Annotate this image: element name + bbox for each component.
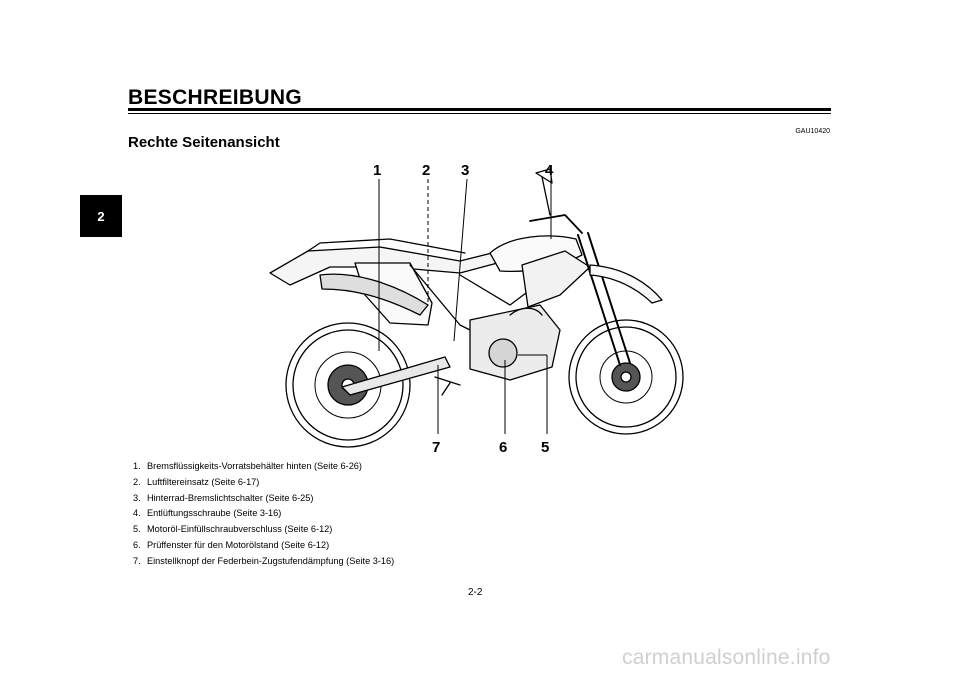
title-rule-thin — [128, 113, 831, 114]
legend-item: 2. Luftfiltereinsatz (Seite 6-17) — [133, 475, 394, 491]
legend-item-text: Prüffenster für den Motorölstand (Seite … — [147, 539, 330, 550]
legend-item-text: Motoröl-Einfüllschraubverschluss (Seite … — [147, 524, 333, 535]
title-rule-thick — [128, 108, 831, 111]
rear-tire — [285, 322, 411, 448]
callout-7: 7 — [432, 439, 440, 455]
chapter-tab-number: 2 — [97, 208, 105, 224]
motorcycle-illustration: 1 2 3 4 7 6 5 — [269, 162, 684, 455]
legend-item-number: 1. — [133, 461, 141, 471]
section-subtitle: Rechte Seitenansicht — [128, 134, 280, 151]
legend-item-text: Einstellknopf der Federbein-Zugstufendäm… — [147, 555, 395, 566]
page-title: BESCHREIBUNG — [128, 86, 302, 109]
watermark: carmanualsonline.info — [622, 646, 831, 669]
callout-5: 5 — [541, 439, 549, 455]
callout-1: 1 — [373, 162, 381, 179]
callout-3: 3 — [461, 162, 469, 179]
legend-item: 3. Hinterrad-Bremslichtschalter (Seite 6-… — [133, 491, 394, 507]
legend-item: 4. Entlüftungsschraube (Seite 3-16) — [133, 506, 394, 522]
callout-2: 2 — [422, 162, 430, 179]
legend-item-number: 2. — [133, 476, 141, 487]
parts-legend: 1. Bremsflüssigkeits-Vorratsbehälter hint… — [133, 459, 394, 570]
document-code: GAU10420 — [795, 128, 830, 135]
legend-item-text: Entlüftungsschraube (Seite 3-16) — [147, 508, 282, 519]
legend-item-text: Bremsflüssigkeits-Vorratsbehälter hinten… — [147, 461, 362, 471]
legend-item: 7. Einstellknopf der Federbein-Zugstufend… — [133, 554, 394, 570]
page-number: 2-2 — [468, 587, 483, 598]
chapter-tab: 2 — [80, 195, 122, 237]
legend-item-number: 3. — [133, 492, 141, 503]
legend-item-number: 4. — [133, 508, 141, 519]
legend-item: 5. Motoröl-Einfüllschraubverschluss (Seit… — [133, 522, 394, 538]
legend-item-text: Luftfiltereinsatz (Seite 6-17) — [147, 476, 260, 487]
legend-item: 1. Bremsflüssigkeits-Vorratsbehälter hint… — [133, 459, 394, 475]
legend-item-text: Hinterrad-Bremslichtschalter (Seite 6-25… — [147, 492, 314, 503]
legend-item-number: 6. — [133, 539, 141, 550]
callout-4: 4 — [545, 162, 554, 179]
legend-item-number: 5. — [133, 524, 141, 535]
legend-item-number: 7. — [133, 555, 141, 566]
front-tire — [568, 319, 684, 435]
callout-6: 6 — [499, 439, 507, 455]
legend-item: 6. Prüffenster für den Motorölstand (Seit… — [133, 538, 394, 554]
motorcycle-diagram: 1 2 3 4 7 6 5 — [260, 155, 700, 455]
